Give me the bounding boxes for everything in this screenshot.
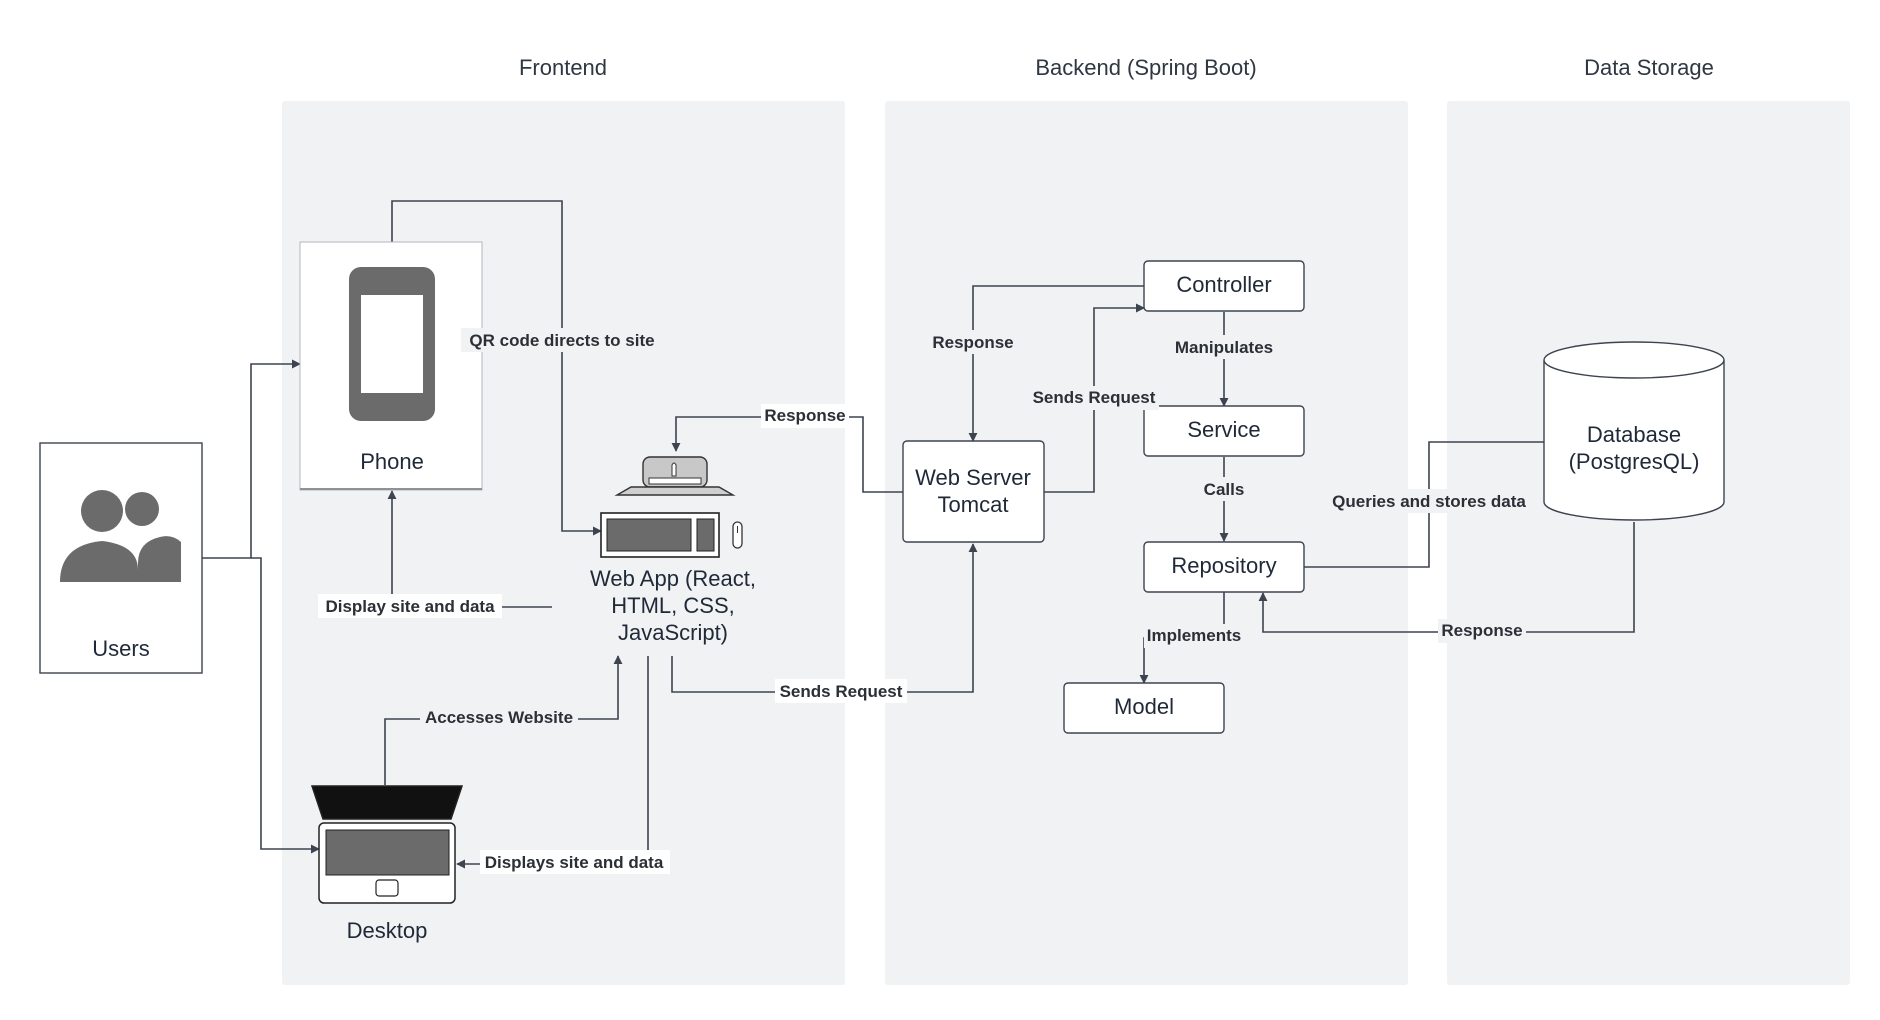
service-node: Service xyxy=(1143,405,1305,457)
label-qr-code: QR code directs to site xyxy=(469,331,654,350)
computer-icon xyxy=(600,456,743,558)
edge-users-to-phone xyxy=(202,359,301,559)
users-node: Users xyxy=(39,442,203,674)
repository-node: Repository xyxy=(1143,541,1305,593)
label-response-webserver: Response xyxy=(932,333,1013,352)
webapp-label-line2: HTML, CSS, xyxy=(611,593,734,618)
webserver-node: Web Server Tomcat xyxy=(902,440,1045,543)
laptop-icon xyxy=(310,785,464,904)
edge-controller-to-webserver xyxy=(968,285,1144,442)
label-sends-request-webserver: Sends Request xyxy=(780,682,903,701)
webapp-node: Web App (React, HTML, CSS, JavaScript) xyxy=(590,456,756,645)
backend-lane-title: Backend (Spring Boot) xyxy=(1035,55,1256,80)
webserver-label-line1: Web Server xyxy=(915,465,1031,490)
webserver-label-line2: Tomcat xyxy=(938,492,1009,517)
repository-label: Repository xyxy=(1171,553,1276,578)
edge-phone-to-webapp xyxy=(391,200,602,536)
database-node: Database (PostgresQL) xyxy=(1543,341,1725,521)
label-displays-site-desktop: Displays site and data xyxy=(485,853,664,872)
label-accesses-website: Accesses Website xyxy=(425,708,573,727)
database-cylinder-icon xyxy=(1543,341,1725,521)
desktop-label: Desktop xyxy=(347,918,428,943)
edge-labels: QR code directs to site Display site and… xyxy=(318,328,1534,874)
edge-webserver-to-webapp xyxy=(671,416,903,493)
storage-lane-title: Data Storage xyxy=(1584,55,1714,80)
frontend-lane-title: Frontend xyxy=(519,55,607,80)
users-icon xyxy=(60,490,181,582)
phone-icon xyxy=(349,267,435,421)
label-response-db: Response xyxy=(1441,621,1522,640)
controller-node: Controller xyxy=(1143,260,1305,312)
edge-users-to-desktop xyxy=(251,557,320,854)
service-label: Service xyxy=(1187,417,1260,442)
database-label-line1: Database xyxy=(1587,422,1681,447)
label-queries: Queries and stores data xyxy=(1332,492,1526,511)
desktop-node: Desktop xyxy=(310,785,464,943)
label-implements: Implements xyxy=(1147,626,1241,645)
controller-label: Controller xyxy=(1176,272,1271,297)
webapp-label-line1: Web App (React, xyxy=(590,566,756,591)
model-node: Model xyxy=(1063,682,1225,734)
label-display-site-phone: Display site and data xyxy=(325,597,495,616)
label-manipulates: Manipulates xyxy=(1175,338,1273,357)
label-sends-request-controller: Sends Request xyxy=(1033,388,1156,407)
users-label: Users xyxy=(92,636,149,661)
model-label: Model xyxy=(1114,694,1174,719)
label-calls: Calls xyxy=(1204,480,1245,499)
label-response-webapp: Response xyxy=(764,406,845,425)
storage-lane xyxy=(1447,101,1850,985)
phone-node: Phone xyxy=(299,241,483,491)
database-label-line2: (PostgresQL) xyxy=(1569,449,1700,474)
webapp-label-line3: JavaScript) xyxy=(618,620,728,645)
phone-label: Phone xyxy=(360,449,424,474)
